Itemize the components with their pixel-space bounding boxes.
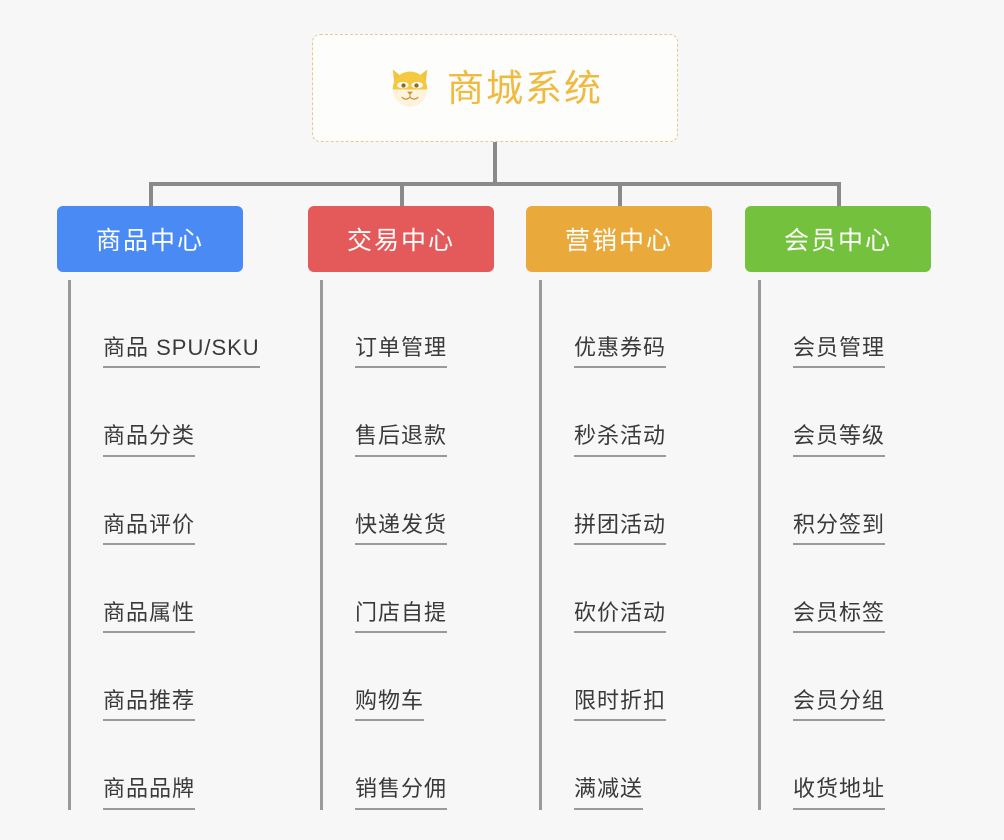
list-item[interactable]: 拼团活动 (542, 457, 667, 545)
leaf-label: 会员标签 (793, 600, 886, 634)
list-item[interactable]: 满减送 (542, 721, 666, 810)
list-item[interactable]: 优惠券码 (542, 280, 667, 369)
leaf-label: 会员分组 (793, 688, 886, 722)
list-item[interactable]: 会员标签 (761, 545, 886, 634)
leaf-label: 会员等级 (793, 423, 886, 457)
leaf-label: 售后退款 (355, 423, 448, 457)
root-node-mall-system[interactable]: 商城系统 (312, 34, 678, 142)
leaf-column-1: 商品 SPU/SKU 商品分类 商品评价 商品属性 商品推荐 商品品牌 (68, 280, 260, 810)
leaf-label: 商品评价 (103, 512, 196, 545)
leaf-label: 销售分佣 (355, 776, 448, 810)
leaf-label: 限时折扣 (574, 688, 667, 722)
list-item[interactable]: 购物车 (323, 633, 447, 722)
leaf-label: 商品 SPU/SKU (103, 335, 260, 369)
list-item[interactable]: 订单管理 (323, 280, 448, 369)
list-item[interactable]: 积分签到 (761, 457, 886, 545)
list-item[interactable]: 商品品牌 (71, 721, 260, 810)
list-item[interactable]: 门店自提 (323, 545, 448, 634)
leaf-label: 积分签到 (793, 512, 886, 545)
list-item[interactable]: 售后退款 (323, 368, 448, 457)
list-item[interactable]: 快递发货 (323, 457, 448, 545)
list-item[interactable]: 限时折扣 (542, 633, 667, 722)
category-label-2: 交易中心 (346, 227, 455, 255)
leaf-label: 购物车 (355, 688, 425, 722)
leaf-column-3: 优惠券码 秒杀活动 拼团活动 砍价活动 限时折扣 满减送 (539, 280, 667, 810)
list-item[interactable]: 商品属性 (71, 545, 260, 634)
leaf-column-4: 会员管理 会员等级 积分签到 会员标签 会员分组 收货地址 (758, 280, 886, 810)
leaf-column-2: 订单管理 售后退款 快递发货 门店自提 购物车 销售分佣 (320, 280, 448, 810)
category-box-1[interactable]: 商品中心 (57, 206, 243, 272)
leaf-label: 商品推荐 (103, 688, 196, 722)
leaf-label: 订单管理 (355, 335, 448, 369)
root-title: 商城系统 (447, 67, 603, 109)
list-item[interactable]: 商品推荐 (71, 633, 260, 722)
leaf-label: 商品属性 (103, 600, 196, 634)
list-item[interactable]: 秒杀活动 (542, 368, 667, 457)
connector-drop-4 (837, 182, 841, 208)
list-item[interactable]: 会员管理 (761, 280, 886, 369)
leaf-label: 优惠券码 (574, 335, 667, 369)
connector-drop-1 (149, 182, 153, 208)
category-box-4[interactable]: 会员中心 (745, 206, 931, 272)
list-item[interactable]: 商品分类 (71, 368, 260, 457)
leaf-label: 商品品牌 (103, 776, 196, 810)
connector-drop-3 (618, 182, 622, 208)
connector-drop-2 (400, 182, 404, 208)
shiba-dog-icon (392, 69, 428, 107)
leaf-label: 拼团活动 (574, 512, 667, 545)
category-box-3[interactable]: 营销中心 (526, 206, 712, 272)
leaf-label: 商品分类 (103, 423, 196, 457)
list-item[interactable]: 商品 SPU/SKU (71, 280, 260, 369)
leaf-label: 秒杀活动 (574, 423, 667, 457)
category-label-3: 营销中心 (564, 227, 673, 255)
leaf-label: 门店自提 (355, 600, 448, 634)
category-label-1: 商品中心 (95, 227, 204, 255)
leaf-label: 会员管理 (793, 335, 886, 369)
list-item[interactable]: 商品评价 (71, 457, 260, 545)
category-box-2[interactable]: 交易中心 (308, 206, 494, 272)
leaf-label: 收货地址 (793, 776, 886, 810)
list-item[interactable]: 砍价活动 (542, 545, 667, 634)
list-item[interactable]: 销售分佣 (323, 721, 448, 810)
leaf-label: 砍价活动 (574, 600, 667, 634)
connector-horizontal-bus (150, 182, 840, 186)
list-item[interactable]: 会员等级 (761, 368, 886, 457)
list-item[interactable]: 会员分组 (761, 633, 886, 722)
connector-root-stem (493, 142, 497, 186)
list-item[interactable]: 收货地址 (761, 721, 886, 810)
leaf-label: 快递发货 (355, 512, 448, 545)
category-label-4: 会员中心 (783, 227, 892, 255)
leaf-label: 满减送 (574, 776, 644, 810)
